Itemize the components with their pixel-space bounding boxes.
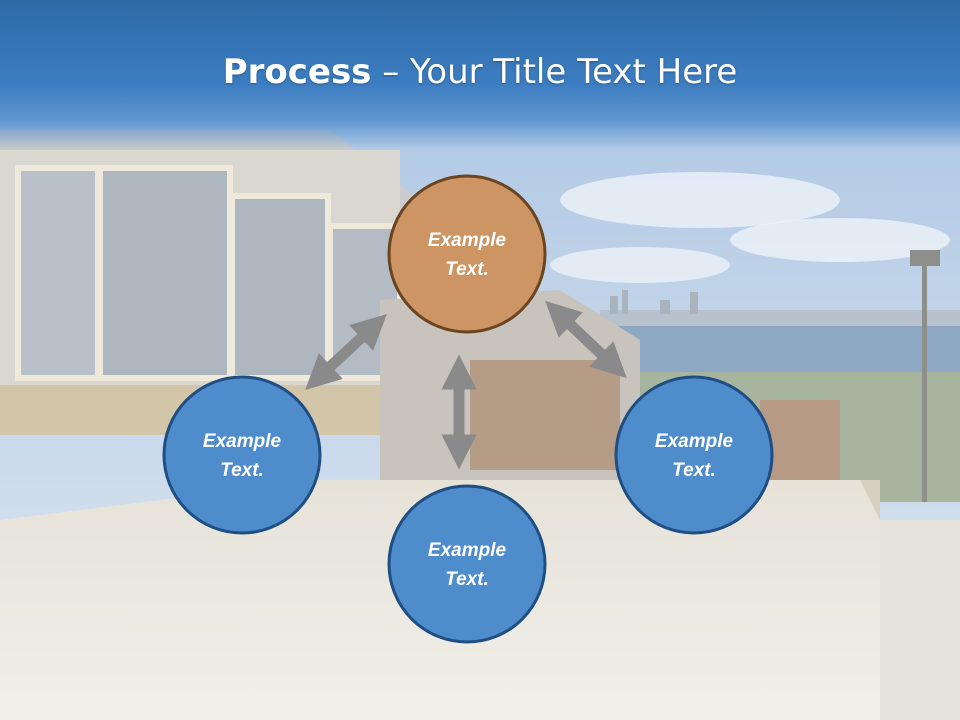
node-right-line2: Text. [672, 460, 716, 481]
node-right: Example Text. [614, 375, 774, 535]
arrow-top-left [305, 314, 387, 390]
node-left: Example Text. [162, 375, 322, 535]
node-left-line2: Text. [220, 460, 264, 481]
node-bottom-line1: Example [428, 540, 507, 561]
node-bottom: Example Text. [387, 484, 547, 644]
title-bar [0, 0, 960, 150]
node-top: Example Text. [387, 174, 547, 334]
node-top-line1: Example [428, 230, 507, 251]
slide-title: Process – Your Title Text Here [0, 52, 960, 92]
title-bold: Process [222, 52, 372, 92]
arrow-top-right [545, 300, 627, 379]
title-rest: – Your Title Text Here [371, 52, 738, 92]
node-top-line2: Text. [445, 259, 489, 280]
node-bottom-line2: Text. [445, 569, 489, 590]
node-left-line1: Example [203, 431, 282, 452]
node-right-line1: Example [655, 431, 734, 452]
